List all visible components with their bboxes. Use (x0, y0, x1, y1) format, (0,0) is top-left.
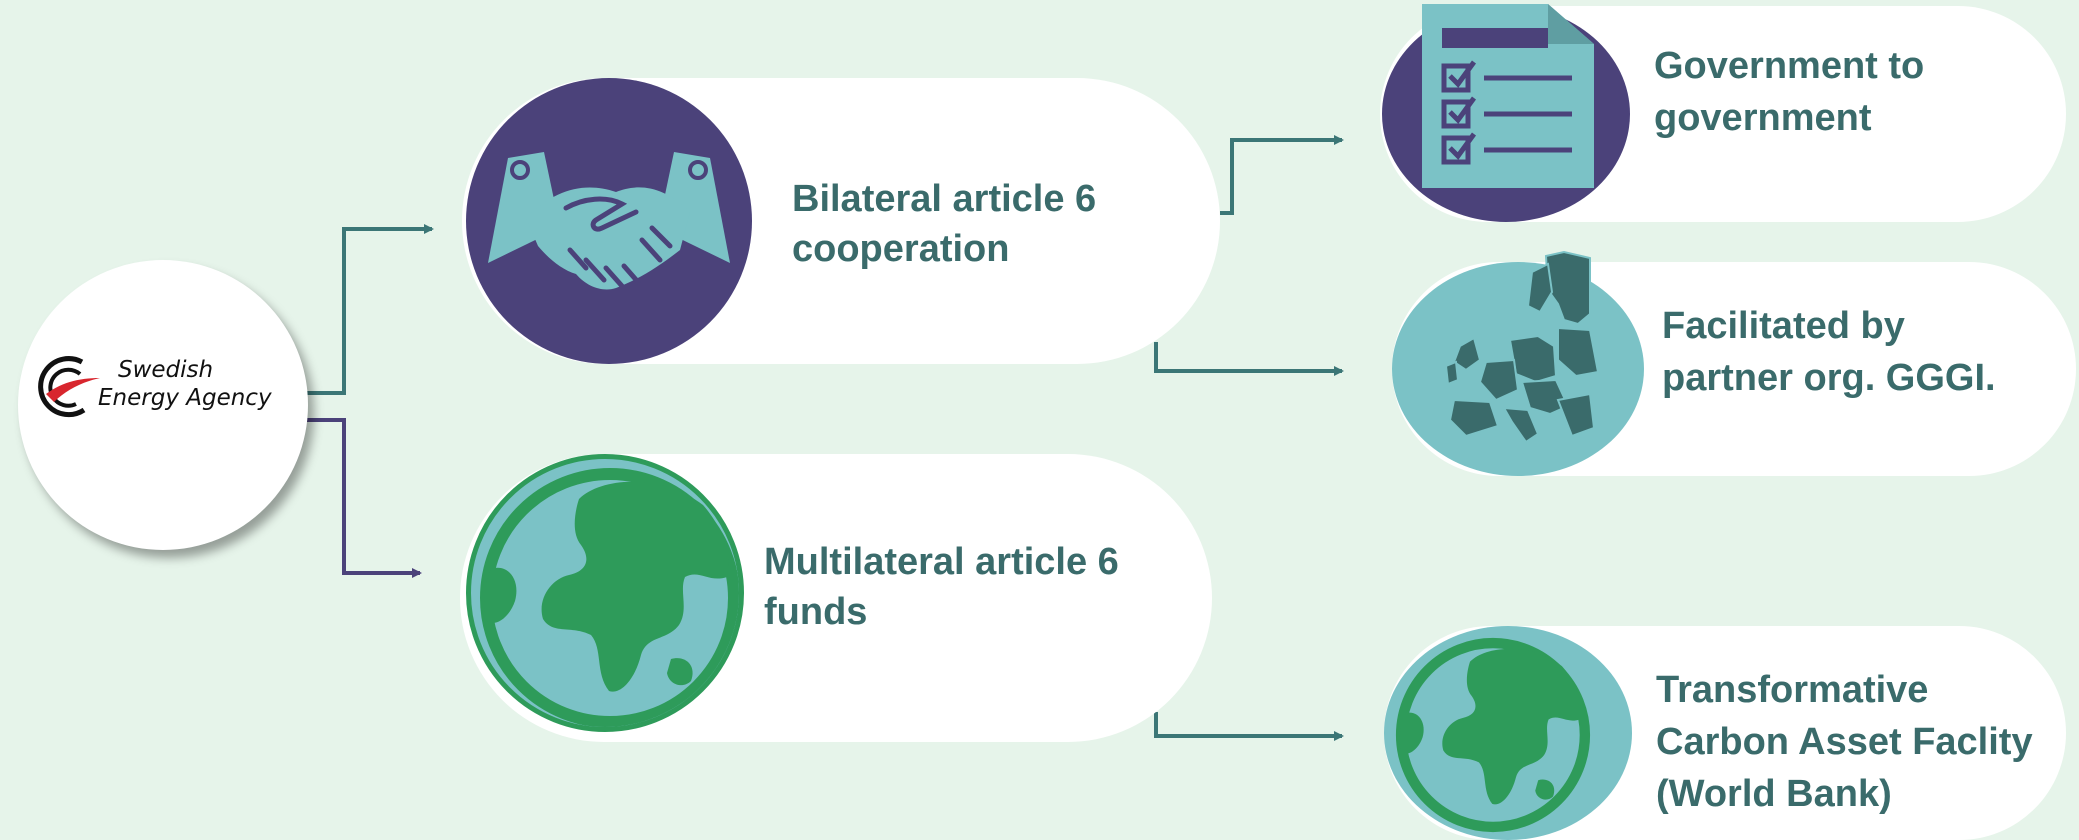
agency-logo-node: Swedish Energy Agency (18, 260, 308, 550)
arrow-agency-to-bilateral (306, 224, 434, 395)
handshake-icon (466, 78, 752, 364)
globe-icon (466, 454, 744, 732)
arrow-agency-to-multilateral (306, 418, 422, 578)
checklist-document-icon (1422, 4, 1594, 188)
multilateral-label: Multilateral article 6 funds (764, 541, 1119, 633)
europe-map-icon (1444, 250, 1600, 444)
bilateral-label: Bilateral article 6 cooperation (792, 178, 1097, 270)
agency-name-line2: Energy Agency (98, 385, 272, 411)
gov-to-gov-label: Government to government (1654, 45, 1925, 139)
globe-icon (1395, 637, 1591, 833)
agency-name-line1: Swedish (118, 357, 214, 383)
facilitated-label: Facilitated by partner org. GGGI. (1662, 305, 1996, 399)
tcaf-label: Transformative Carbon Asset Faclity (Wor… (1656, 669, 2033, 815)
agency-logo-icon (38, 356, 100, 418)
arrow-bilateral-to-ggi (1154, 342, 1344, 376)
arrow-multilateral-to-tcaf (1154, 712, 1344, 741)
arrow-bilateral-to-gov (1220, 135, 1344, 215)
